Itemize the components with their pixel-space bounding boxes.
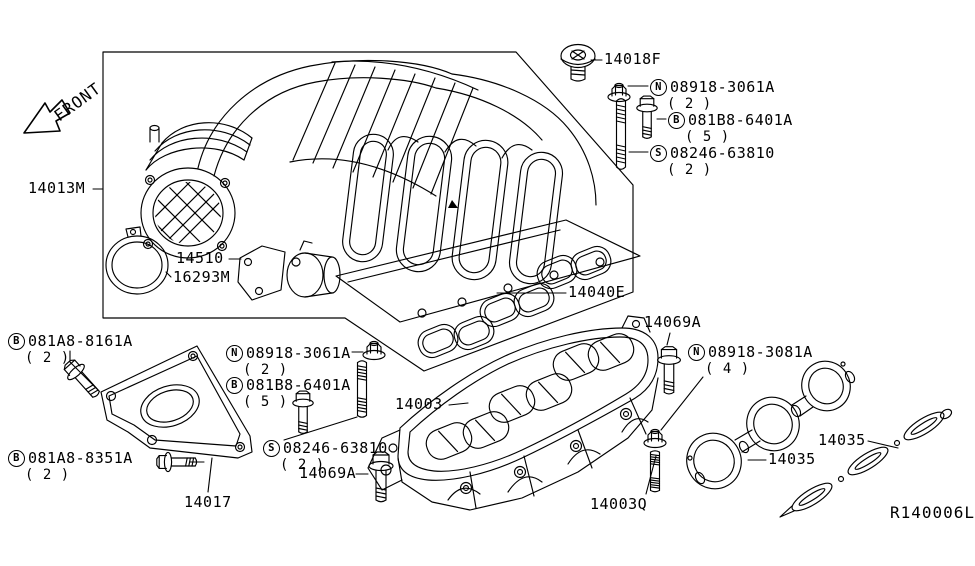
gasket-14035-front xyxy=(686,360,856,490)
part-number-text: 08918-3061A xyxy=(670,78,775,96)
part-label-14069A-right: 14069A xyxy=(644,314,701,331)
leader-lines xyxy=(69,59,899,495)
part-number-text: 14018F xyxy=(604,50,662,68)
stud-08246-63810-upper xyxy=(615,98,627,170)
part-label-14040E: 14040E xyxy=(568,284,625,301)
circled-N-icon: N xyxy=(688,344,705,361)
nut-08918-3061a-left xyxy=(362,340,386,361)
fasteners xyxy=(59,43,681,503)
circled-B-icon: B xyxy=(668,112,685,129)
part-label-14035-front: 14035 xyxy=(768,451,816,468)
plenum-ribs xyxy=(289,60,479,197)
circled-S-icon: S xyxy=(263,440,280,457)
base-deck xyxy=(335,200,641,323)
part-number-text: 08918-3061A xyxy=(246,344,351,362)
support-bracket-14017 xyxy=(100,345,253,459)
part-number-text: 08246-63810 xyxy=(670,144,775,162)
part-number-text: 14017 xyxy=(184,493,232,511)
part-label-14003: 14003 xyxy=(395,396,443,413)
part-number-text: 081A8-8161A xyxy=(28,332,133,350)
part-label-14018F: 14018F xyxy=(604,51,661,68)
part-label-14013M: 14013M xyxy=(28,180,85,197)
vacuum-actuator-14510 xyxy=(237,240,341,301)
part-number-text: 14040E xyxy=(568,283,626,301)
front-arrow-icon xyxy=(23,99,71,134)
part-quantity: ( 5 ) xyxy=(685,129,730,145)
part-label-14017: 14017 xyxy=(184,494,232,511)
enclosure-box xyxy=(102,51,634,372)
part-label-14035-edge: 14035 xyxy=(818,432,866,449)
part-label-16293M: 16293M xyxy=(173,269,230,286)
part-label-14003Q: 14003Q xyxy=(590,496,647,513)
screw-14018f xyxy=(560,43,596,82)
part-quantity: ( 2 ) xyxy=(667,96,712,112)
part-number-text: 08246-63810 xyxy=(283,439,388,457)
part-quantity: ( 2 ) xyxy=(25,350,70,366)
part-number-text: 14510 xyxy=(176,249,224,267)
nut-08918-3081a xyxy=(643,428,667,449)
gasket-14035-edge xyxy=(779,408,953,518)
part-quantity: ( 2 ) xyxy=(280,457,325,473)
part-quantity: ( 4 ) xyxy=(705,361,750,377)
bolt-14069a-right xyxy=(657,346,681,395)
circled-B-icon: B xyxy=(8,333,25,350)
part-quantity: ( 2 ) xyxy=(667,162,712,178)
part-number-text: 14003 xyxy=(395,395,443,413)
upper-intake-manifold xyxy=(140,59,641,323)
part-number-text: 14069A xyxy=(299,464,357,482)
drawing-reference-code: R140006L xyxy=(890,503,975,522)
part-quantity: ( 5 ) xyxy=(243,394,288,410)
part-number-text: 081B8-6401A xyxy=(688,111,793,129)
part-label-14510: 14510 xyxy=(176,250,224,267)
part-quantity: ( 2 ) xyxy=(243,362,288,378)
part-quantity: ( 2 ) xyxy=(25,467,70,483)
part-label-14069A-left: 14069A xyxy=(299,465,356,482)
stud-08246-63810-left xyxy=(356,360,368,418)
part-number-text: 081A8-8351A xyxy=(28,449,133,467)
lower-intake-manifold-14003 xyxy=(367,315,659,511)
part-number-text: 14069A xyxy=(644,313,702,331)
circled-B-icon: B xyxy=(8,450,25,467)
part-number-text: 14035 xyxy=(818,431,866,449)
part-number-text: 14035 xyxy=(768,450,816,468)
circled-B-icon: B xyxy=(226,377,243,394)
part-number-text: 14003Q xyxy=(590,495,648,513)
part-number-text: 16293M xyxy=(173,268,231,286)
circled-N-icon: N xyxy=(650,79,667,96)
circled-S-icon: S xyxy=(650,145,667,162)
circled-N-icon: N xyxy=(226,345,243,362)
part-number-text: 08918-3081A xyxy=(708,343,813,361)
throttle-clamp-16293m xyxy=(105,226,169,295)
throttle-flange xyxy=(140,122,253,259)
part-number-text: 14013M xyxy=(28,179,86,197)
runners xyxy=(342,133,564,285)
port-gaskets-14040e xyxy=(417,245,612,359)
part-number-text: 081B8-6401A xyxy=(246,376,351,394)
